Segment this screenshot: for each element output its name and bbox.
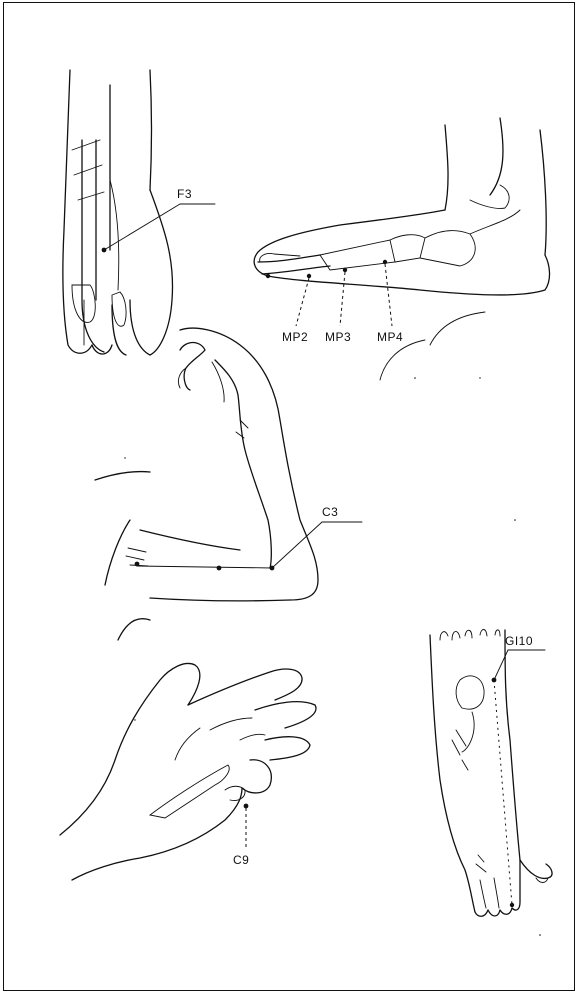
label-f3: F3 xyxy=(177,187,192,201)
foot-top-view: F3 xyxy=(63,70,215,355)
label-mp4: MP4 xyxy=(377,330,403,344)
hand-palm-view: C9 xyxy=(60,663,316,880)
arm-elbow-view: C3 xyxy=(95,328,362,640)
label-c9: C9 xyxy=(233,853,249,867)
print-specks xyxy=(124,377,541,936)
label-mp3: MP3 xyxy=(325,330,351,344)
label-mp2: MP2 xyxy=(282,330,308,344)
label-c3: C3 xyxy=(322,505,338,519)
forearm-view: GI10 xyxy=(430,630,552,917)
label-gi10: GI10 xyxy=(505,634,533,648)
foot-side-view: MP2 MP3 MP4 xyxy=(254,118,549,380)
